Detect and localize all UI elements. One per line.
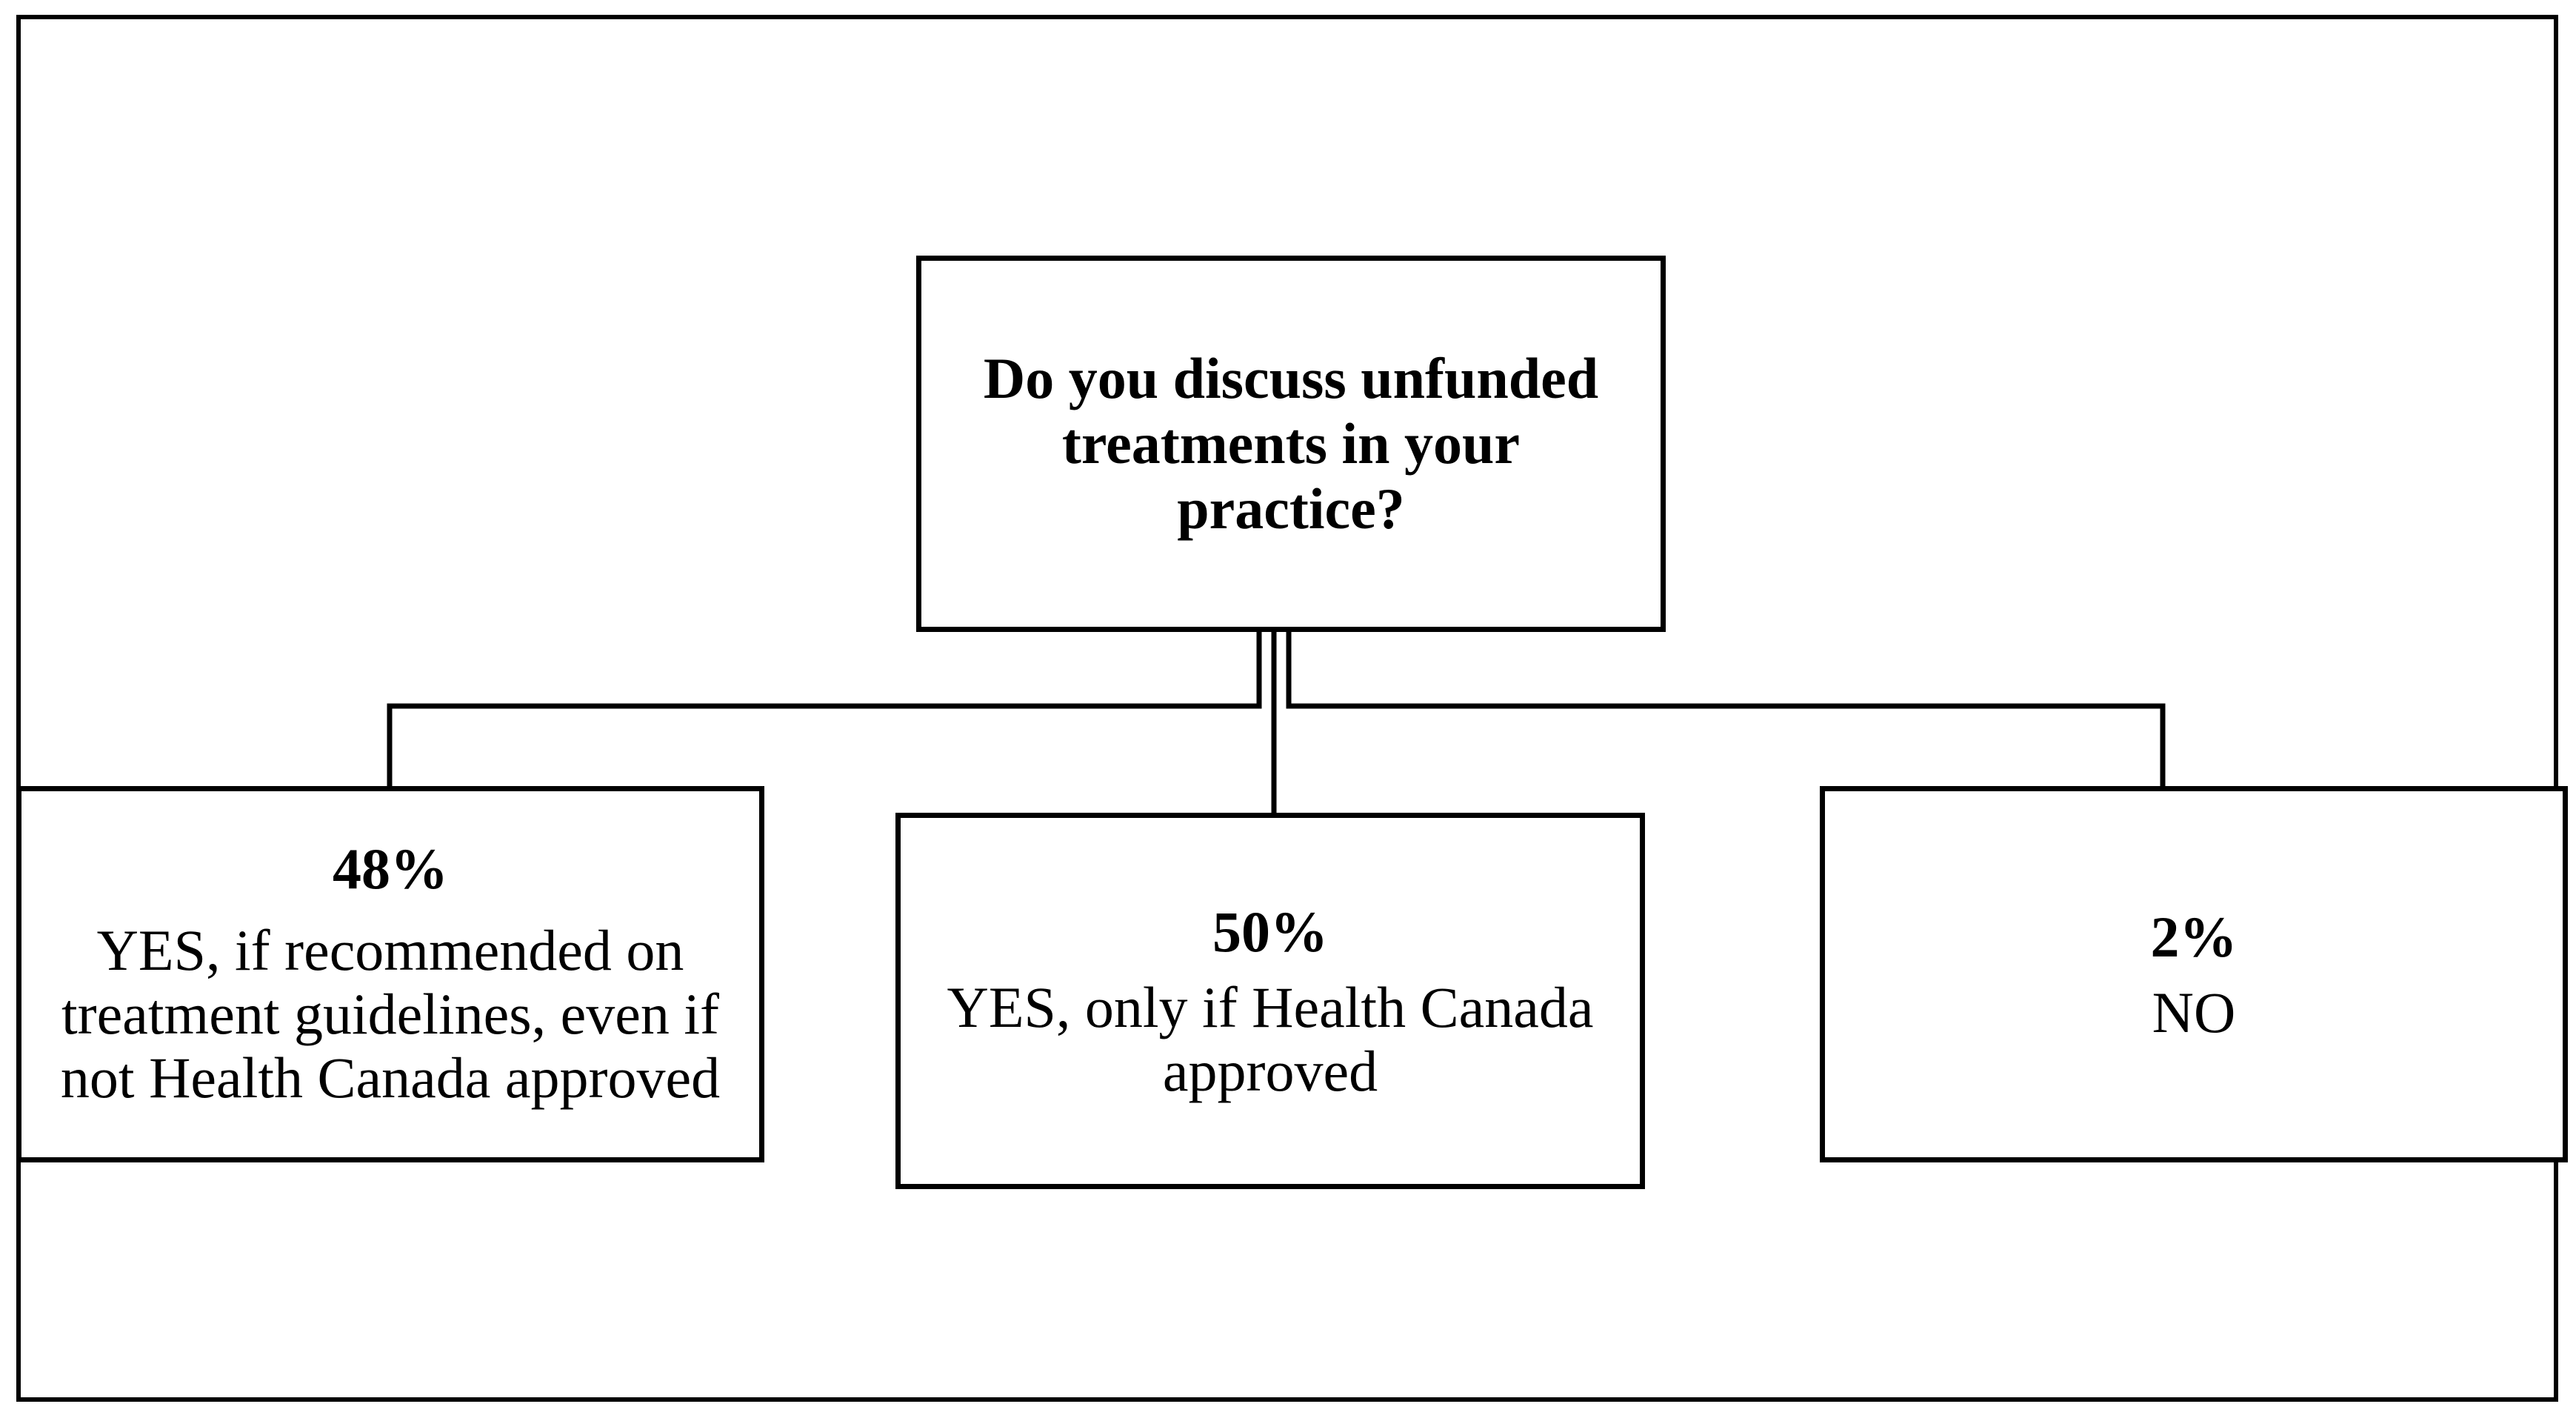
answer-label: NO bbox=[2152, 980, 2236, 1045]
answer-percent: 50% bbox=[1212, 899, 1328, 964]
question-text: Do you discuss unfunded treatments in yo… bbox=[983, 346, 1599, 541]
answer-box-yes-guidelines: 48% YES, if recommended on treatment gui… bbox=[16, 786, 764, 1162]
answer-label: YES, only if Health Canada approved bbox=[947, 975, 1594, 1103]
answer-box-no: 2% NO bbox=[1820, 786, 2568, 1162]
diagram-frame bbox=[16, 15, 2558, 1402]
answer-label: YES, if recommended on treatment guideli… bbox=[60, 918, 721, 1110]
answer-percent: 48% bbox=[333, 836, 448, 901]
answer-percent: 2% bbox=[2150, 905, 2238, 969]
answer-box-yes-health-canada: 50% YES, only if Health Canada approved bbox=[895, 813, 1645, 1189]
question-box: Do you discuss unfunded treatments in yo… bbox=[916, 256, 1666, 632]
